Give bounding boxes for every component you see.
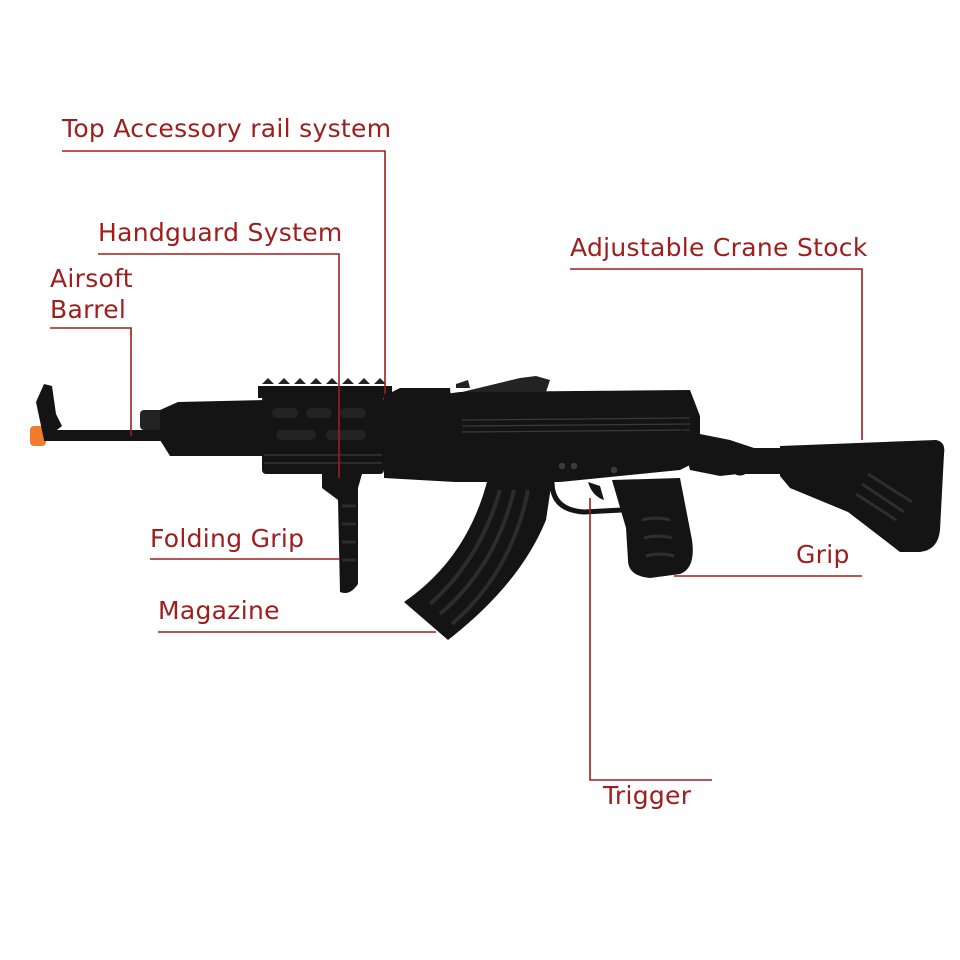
callout-airsoft-barrel-line2: Barrel xyxy=(50,295,127,324)
callout-adjustable-crane-stock: Adjustable Crane Stock xyxy=(570,233,868,262)
barrel xyxy=(44,430,164,441)
handguard-slot xyxy=(272,408,298,418)
handguard-slot xyxy=(326,430,366,440)
handguard-slot xyxy=(276,430,316,440)
callout-airsoft-barrel-line1: Airsoft xyxy=(50,264,133,293)
leader-trigger xyxy=(589,498,712,781)
handguard-slot xyxy=(340,408,366,418)
top-accessory-rail xyxy=(258,386,392,398)
leader-stock xyxy=(570,268,863,440)
callout-handguard-system: Handguard System xyxy=(98,218,343,247)
magazine xyxy=(404,478,552,640)
folding-grip xyxy=(322,474,362,593)
receiver xyxy=(384,390,700,482)
trigger xyxy=(588,482,604,500)
callout-grip: Grip xyxy=(796,540,850,569)
rifle xyxy=(30,376,945,640)
handguard-slot xyxy=(306,408,332,418)
leader-barrel xyxy=(50,327,132,436)
callout-top-accessory-rail: Top Accessory rail system xyxy=(62,114,392,143)
callout-folding-grip: Folding Grip xyxy=(150,524,305,553)
trigger-guard xyxy=(549,481,623,515)
dust-cover xyxy=(458,376,550,392)
front-sight xyxy=(36,384,62,440)
gas-block xyxy=(160,400,268,456)
leader-lines xyxy=(50,150,863,781)
pistol-grip xyxy=(612,478,693,578)
leader-top-rail xyxy=(62,150,386,394)
callout-trigger: Trigger xyxy=(603,781,692,810)
orange-muzzle-tip xyxy=(30,426,46,446)
crane-stock xyxy=(780,440,945,552)
callout-magazine: Magazine xyxy=(158,596,280,625)
leader-handguard xyxy=(98,253,340,478)
